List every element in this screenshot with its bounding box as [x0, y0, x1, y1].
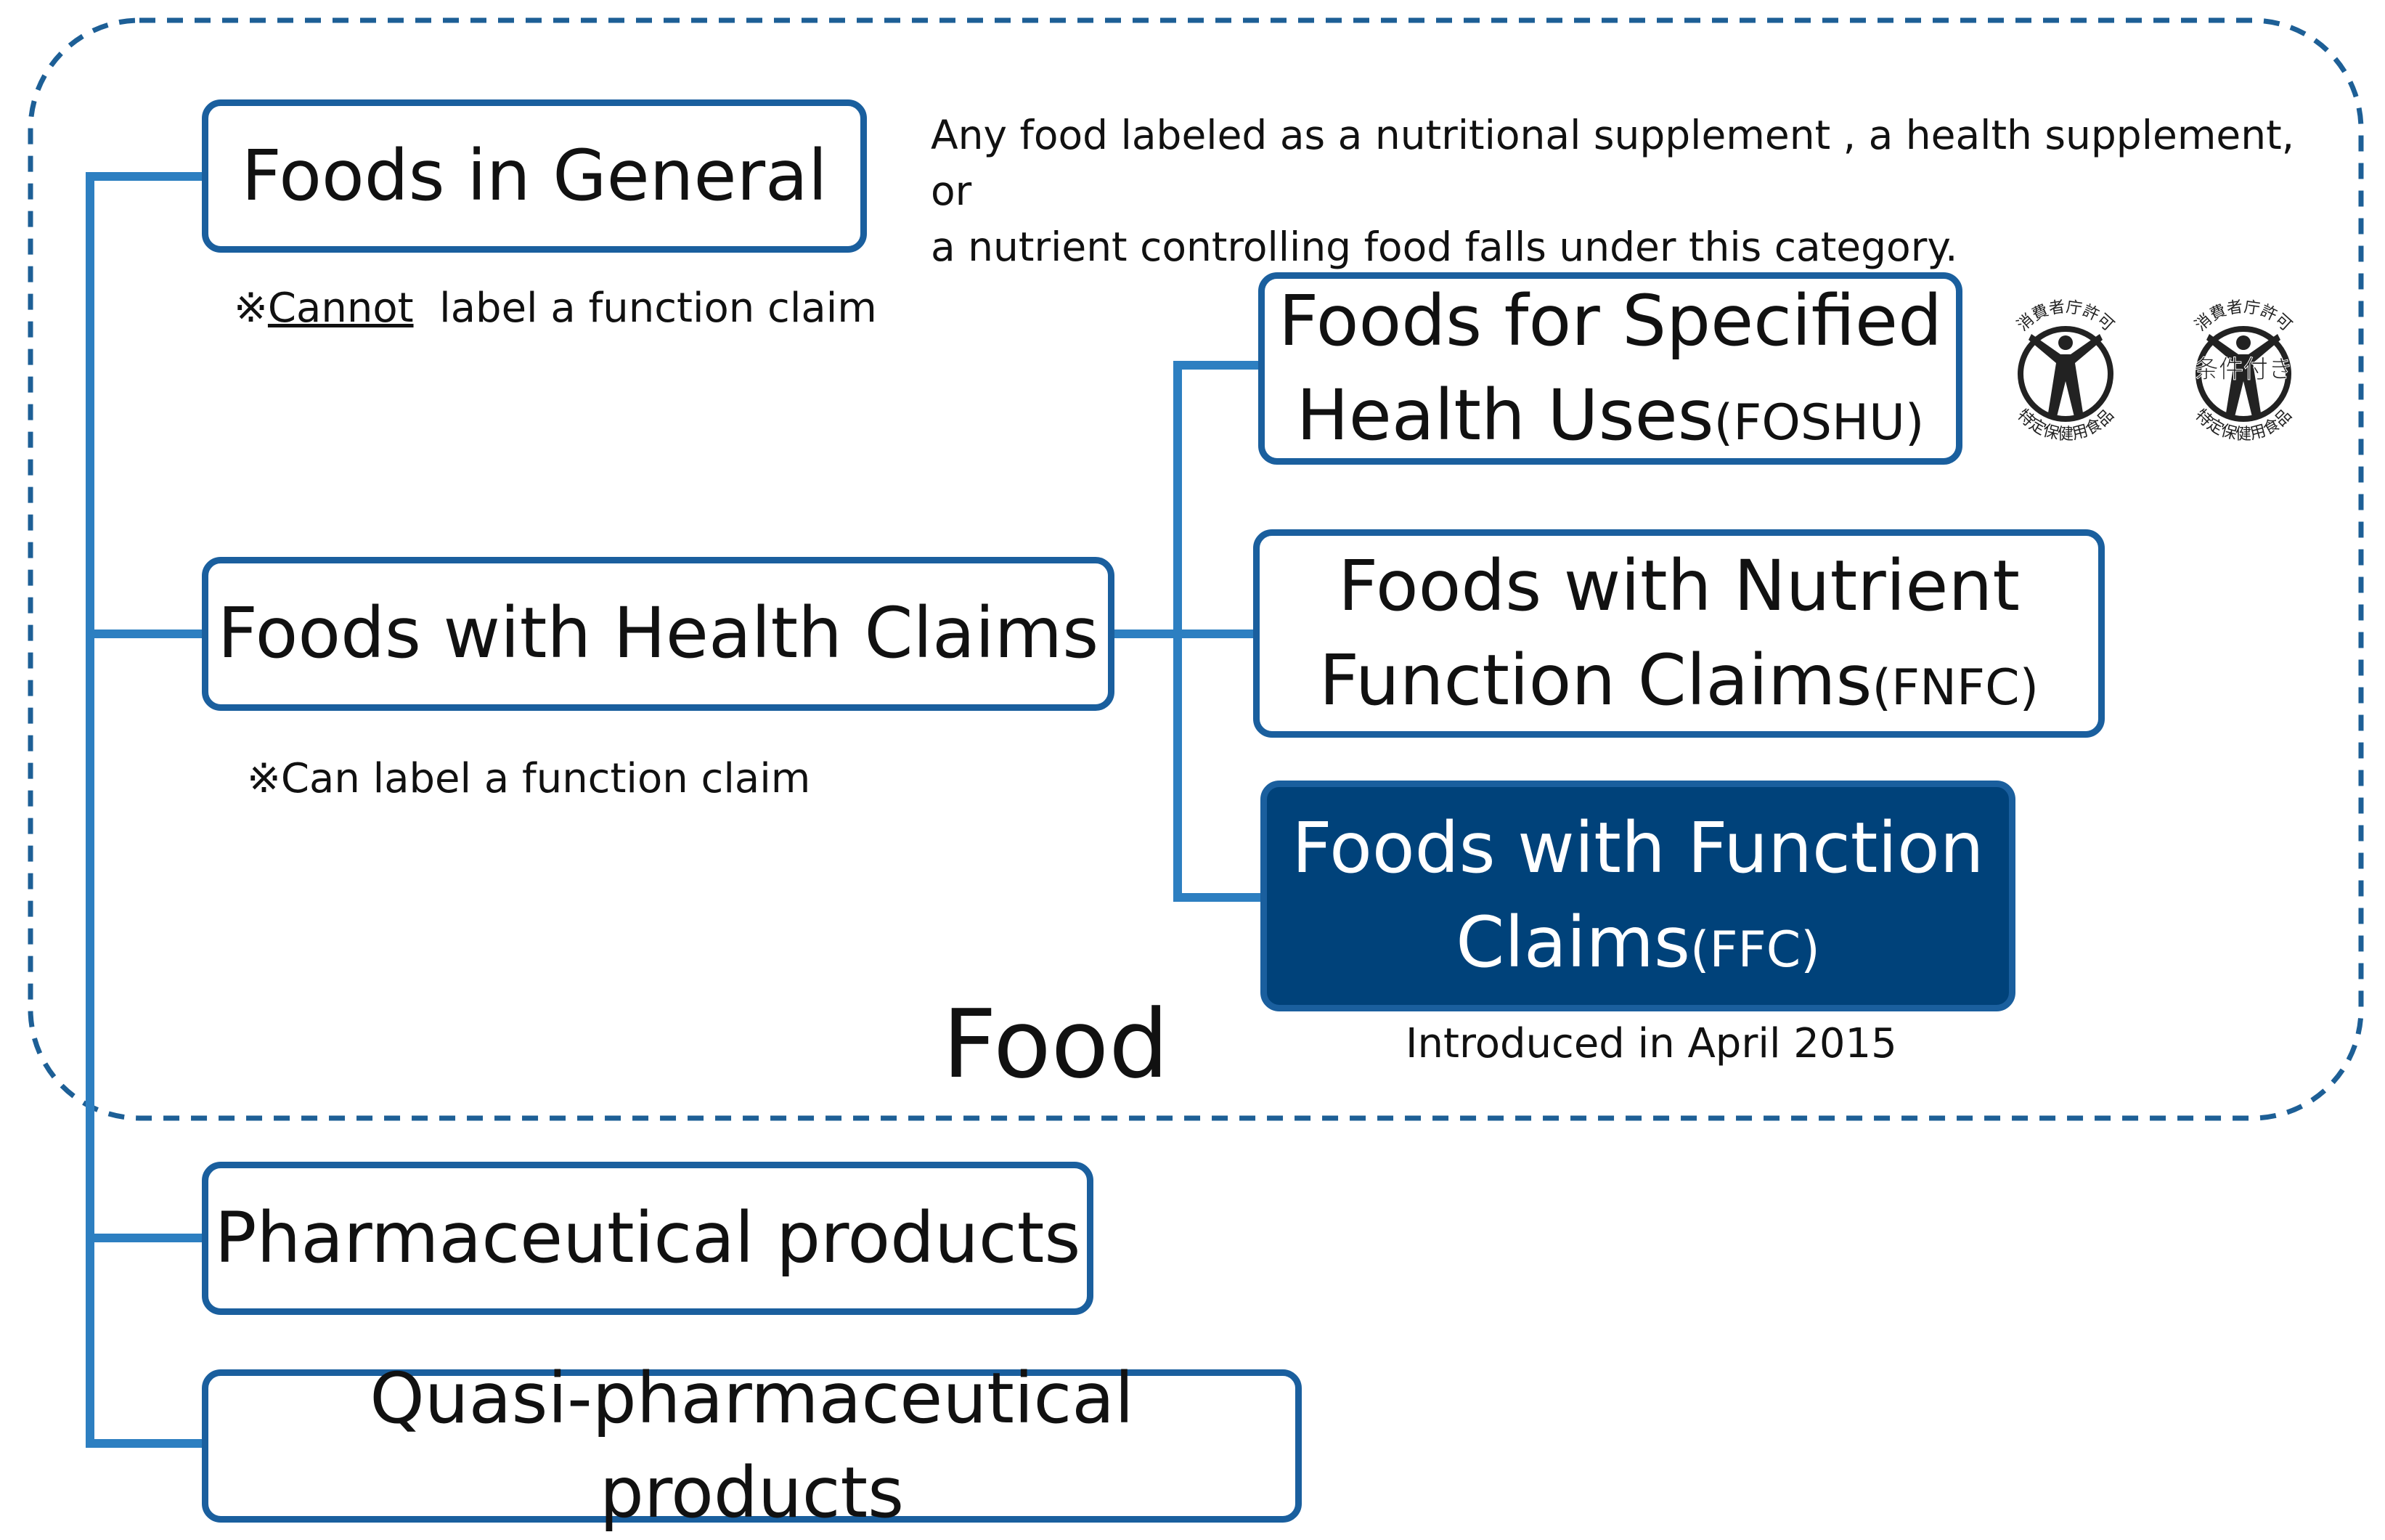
foods-in-general-box: Foods in General [202, 99, 867, 253]
ffc-line-1: Foods with Function [1292, 807, 1984, 889]
quasi-pharmaceutical-products-box: Quasi-pharmaceutical products [202, 1358, 1302, 1533]
pharmaceutical-products-box: Pharmaceutical products [202, 1162, 1093, 1315]
ffc-box: Foods with Function Claims(FFC) [1260, 781, 2015, 1011]
foods-with-health-claims-note: ※Can label a function claim [247, 755, 811, 802]
foods-with-health-claims-box: Foods with Health Claims [202, 557, 1114, 711]
ffc-introduced-note: Introduced in April 2015 [1406, 1020, 1897, 1067]
ffc-line-2: Claims(FFC) [1456, 896, 1820, 990]
note-rest: label a function claim [413, 285, 877, 332]
foods-in-general-note: ※Cannot label a function claim [234, 285, 877, 332]
foshu-line-2-main: Health Uses [1296, 374, 1714, 456]
foshu-line-1: Foods for Specified [1278, 280, 1943, 362]
quasi-pharmaceutical-products-label: Quasi-pharmaceutical products [370, 1357, 1134, 1533]
foods-with-health-claims-label: Foods with Health Claims [217, 592, 1099, 675]
cannot-underlined: Cannot [267, 285, 414, 332]
foods-in-general-label: Foods in General [241, 134, 828, 216]
foshu-abbr: (FOSHU) [1713, 394, 1925, 452]
ffc-line-2-main: Claims [1456, 902, 1690, 983]
seal-2-overlay-text: 条件付き [2194, 355, 2293, 384]
fnfc-line-2-main: Function Claims [1318, 639, 1872, 721]
food-region-dashed-border [28, 17, 2364, 1121]
fnfc-line-1: Foods with Nutrient [1338, 545, 2020, 627]
foshu-line-2: Health Uses(FOSHU) [1297, 369, 1925, 463]
ffc-abbr: (FFC) [1689, 921, 1820, 979]
fnfc-line-2: Function Claims(FNFC) [1319, 634, 2039, 728]
category-description: Any food labeled as a nutritional supple… [931, 107, 2347, 275]
foshu-box: Foods for Specified Health Uses(FOSHU) [1258, 272, 1962, 465]
description-line-1: Any food labeled as a nutritional supple… [931, 112, 2295, 214]
note-mark: ※ [234, 285, 268, 332]
svg-text:特定保健用食品: 特定保健用食品 [2191, 406, 2295, 444]
pharmaceutical-products-label: Pharmaceutical products [214, 1197, 1081, 1279]
fnfc-box: Foods with Nutrient Function Claims(FNFC… [1253, 529, 2105, 738]
foshu-conditional-seal-icon: 消費者庁許可 条件付き 特定保健用食品 [2191, 298, 2295, 444]
svg-text:特定保健用食品: 特定保健用食品 [2013, 406, 2117, 444]
description-line-2: a nutrient controlling food falls under … [931, 224, 1958, 270]
foshu-seal-icon: 消費者庁許可 特定保健用食品 [2013, 298, 2117, 444]
seal-2-bottom-text: 特定保健用食品 [2191, 406, 2295, 444]
fnfc-abbr: (FNFC) [1872, 659, 2039, 717]
food-region-label: Food [942, 989, 1169, 1099]
seal-1-bottom-text: 特定保健用食品 [2013, 406, 2117, 444]
